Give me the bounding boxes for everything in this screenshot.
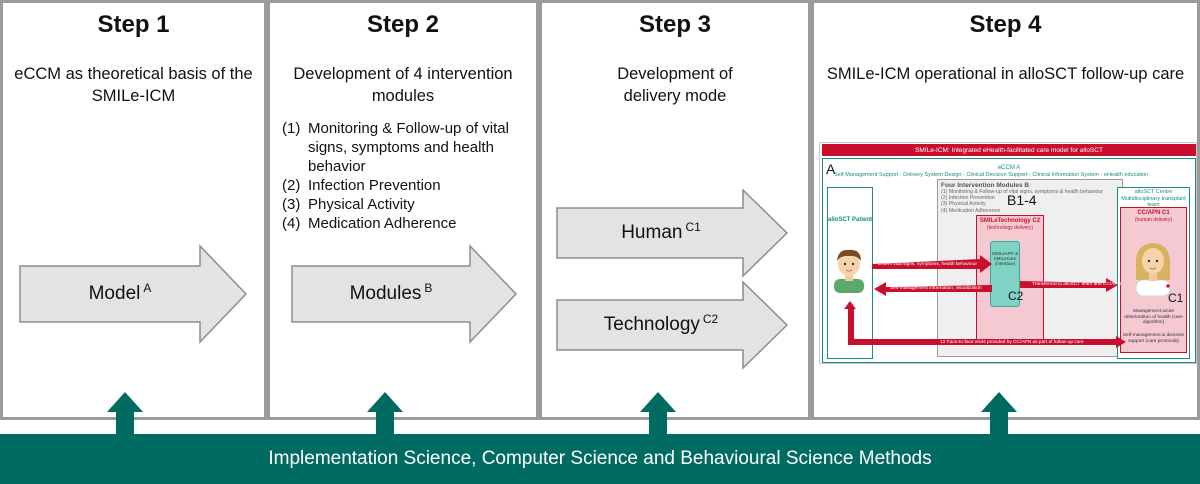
methods-bar: Implementation Science, Computer Science… — [0, 434, 1200, 484]
up-arrow-icon — [640, 392, 676, 436]
eccm-frame — [822, 158, 1196, 363]
module-item-1: (1)Monitoring & Follow-up of vital signs… — [282, 120, 509, 175]
c1-label: C1 — [1168, 291, 1184, 305]
up-arrow-icon — [367, 392, 403, 436]
step-3-description: Development of delivery mode — [617, 65, 733, 105]
module-item-4: (4)Medication Adherence — [282, 215, 457, 232]
patient-label: alloSCT Patient — [827, 217, 872, 223]
smile-icm-banner: SMILe-ICM: Integrated eHealth-facilitate… — [822, 144, 1196, 156]
flow-label-enter: Enters vital signs, symptoms, health beh… — [878, 262, 977, 267]
care-protocols-text: Self-management & decision support (care… — [1122, 333, 1185, 344]
human-arrow-shape — [556, 188, 789, 278]
step-2-description: Development of 4 intervention modules — [293, 65, 513, 105]
eccm-title: eCCM A — [997, 165, 1021, 171]
module-item-2: (2)Infection Prevention — [282, 177, 441, 194]
technology-arrow-shape — [556, 280, 789, 370]
modules-arrow-shape — [291, 244, 518, 344]
transplant-centre-label: alloSCT Centre Multidisciplinary transpl… — [1121, 189, 1186, 208]
step-3-title: Step 3 — [638, 11, 712, 38]
up-arrow-icon — [107, 392, 143, 436]
flow-label-transfer: Transferred to alloSCT team and CC/APN — [1032, 282, 1122, 287]
flow-arrow-transfer — [1020, 278, 1118, 292]
cc-apn-title: CC/APN C1 — [1137, 210, 1170, 216]
flow-arrows — [844, 255, 1126, 348]
flow-arrow-visits — [844, 301, 1118, 345]
step-1-panel: Step 1 eCCM as theoretical basis of the … — [0, 0, 267, 420]
up-arrow-icon — [981, 392, 1017, 436]
step-4-description: SMILe-ICM operational in alloSCT follow-… — [826, 65, 1185, 83]
b1-4-label: B1-4 — [1007, 192, 1037, 208]
smile-icm-figure: SMILe-ICM: Integrated eHealth-facilitate… — [819, 142, 1197, 364]
module-list: (1)Monitoring & Follow-up of vital signs… — [282, 119, 516, 233]
flow-arrow-selfmgmt — [874, 282, 992, 296]
flow-label-visits: 12 Face-to-face visits provided by CC/AP… — [940, 340, 1084, 345]
step-2-title: Step 2 — [366, 11, 440, 38]
model-arrow-shape — [19, 244, 248, 344]
cc-apn-subtitle: (human delivery) — [1134, 217, 1173, 223]
modules-box-title: Four Intervention Modules B — [941, 182, 1030, 189]
phone-text: SMILeAPP & SMILeCare (interface) — [991, 251, 1019, 266]
step-1-description: eCCM as theoretical basis of the SMILe-I… — [14, 65, 253, 105]
technology-box-title: SMILeTechnology C2 — [979, 218, 1041, 224]
patient-avatar-icon — [834, 249, 864, 293]
care-algorithm-text: Management acute deterioration of health… — [1124, 309, 1183, 325]
c2-label: C2 — [1008, 289, 1024, 303]
module-item-3: (3)Physical Activity — [282, 196, 415, 213]
technology-box-subtitle: (technology delivery) — [986, 225, 1034, 231]
flow-arrow-visits-head — [1116, 336, 1126, 348]
modules-box-list: (1) Monitoring & Follow-up of vital sign… — [941, 189, 1104, 214]
step-1-title: Step 1 — [97, 11, 170, 38]
step-2-panel: Step 2 Development of 4 intervention mod… — [267, 0, 539, 420]
eccm-components: Self-Management Support - Delivery Syste… — [834, 172, 1149, 178]
nurse-avatar-icon — [1135, 243, 1171, 296]
letter-a-label: A — [826, 161, 836, 177]
step-4-title: Step 4 — [969, 11, 1042, 38]
flow-arrow-enter — [872, 255, 992, 273]
phone-icon — [990, 241, 1020, 307]
flow-label-selfmgmt: Self-management information, visualizati… — [890, 286, 982, 291]
